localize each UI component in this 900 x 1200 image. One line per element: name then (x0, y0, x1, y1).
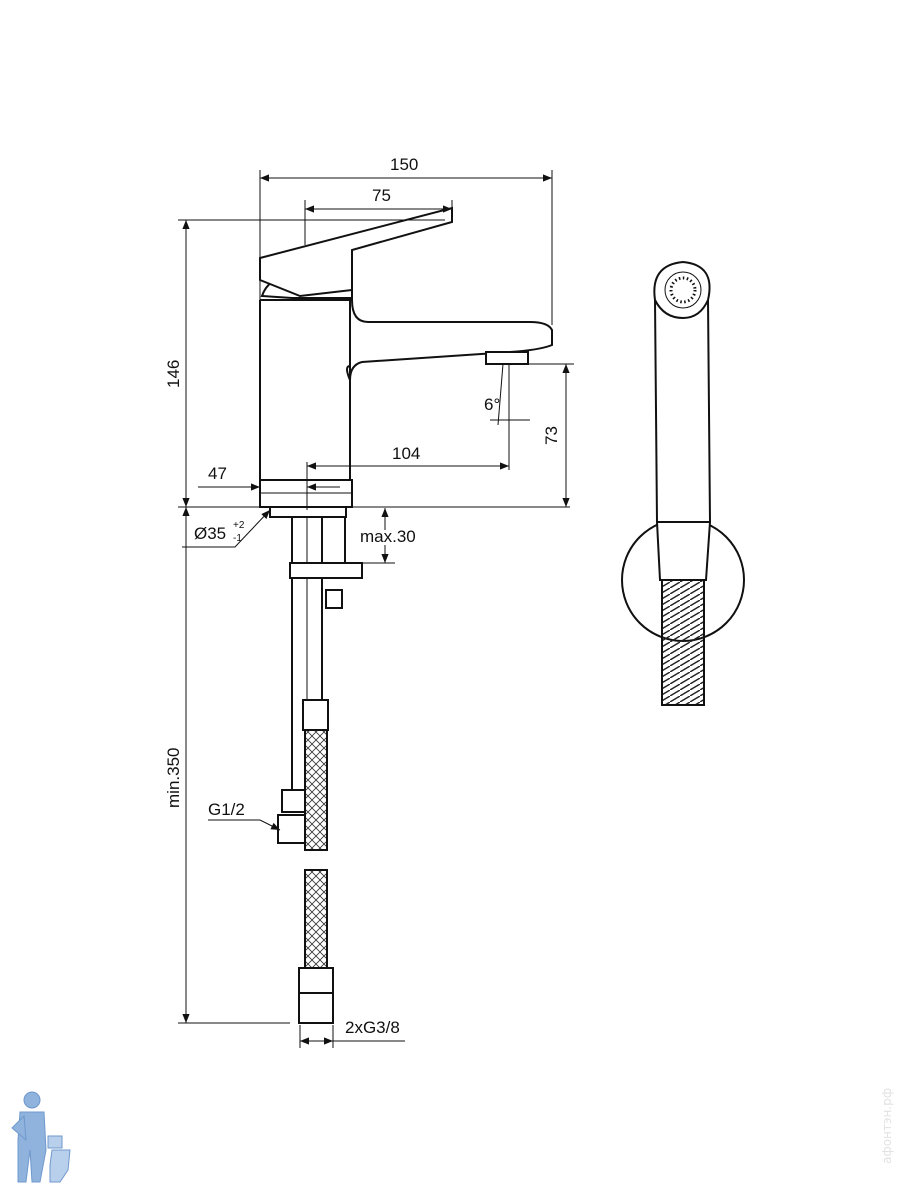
dim-overall-width: 150 (390, 155, 418, 174)
dim-spout-reach: 104 (392, 444, 420, 463)
dim-hole-tol-minus: -1 (233, 533, 242, 544)
dim-overall-height: 146 (164, 360, 183, 388)
dimension-lines (178, 170, 574, 1048)
dim-hole-diameter: Ø35 (194, 524, 226, 543)
mounting-assembly (269, 506, 363, 1024)
label-valve-thread: G1/2 (208, 800, 245, 819)
dim-max-thickness: max.30 (360, 527, 416, 546)
dim-min-hose-length: min.350 (164, 748, 183, 808)
watermark: афонтэн.рф (880, 1088, 894, 1164)
dim-spout-height: 73 (542, 426, 561, 445)
faucet-body (259, 206, 553, 508)
dim-axis-offset: 47 (208, 464, 227, 483)
plumber-logo (11, 1091, 71, 1183)
dim-hole-tol-plus: +2 (233, 520, 245, 531)
hand-shower (621, 260, 745, 706)
label-connection-thread: 2xG3/8 (345, 1018, 400, 1037)
dim-spray-angle: 6° (484, 395, 500, 414)
dim-lever-width: 75 (372, 186, 391, 205)
